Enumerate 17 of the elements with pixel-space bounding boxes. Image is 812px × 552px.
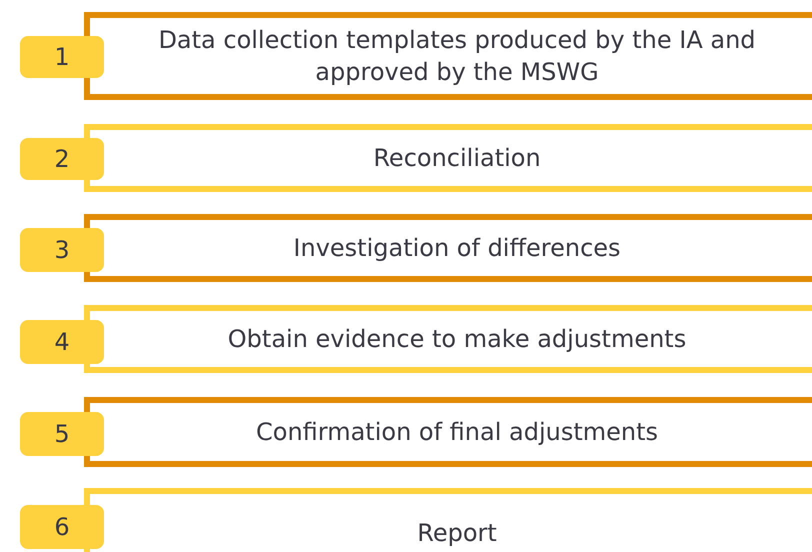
step-number-badge: 2: [20, 138, 104, 180]
step-text: Confirmation of final adjustments: [255, 417, 659, 448]
step-number-badge: 5: [20, 412, 104, 456]
step-text: Reconciliation: [372, 143, 542, 174]
step-text: Investigation of differences: [292, 233, 622, 264]
step-number-badge: 3: [20, 228, 104, 272]
step-box: [84, 12, 812, 100]
step-number-badge: 1: [20, 36, 104, 78]
step-text: Data collection templates produced by the IA and approved by the MSWG: [157, 25, 757, 88]
step-number-badge: 6: [20, 505, 104, 549]
step-box: [84, 214, 812, 282]
step-box: [84, 305, 812, 373]
step-box: [84, 124, 812, 192]
step-text: Report: [416, 518, 498, 549]
step-text: Obtain evidence to make adjustments: [226, 324, 688, 355]
step-number-badge: 4: [20, 320, 104, 364]
step-box: [84, 397, 812, 467]
